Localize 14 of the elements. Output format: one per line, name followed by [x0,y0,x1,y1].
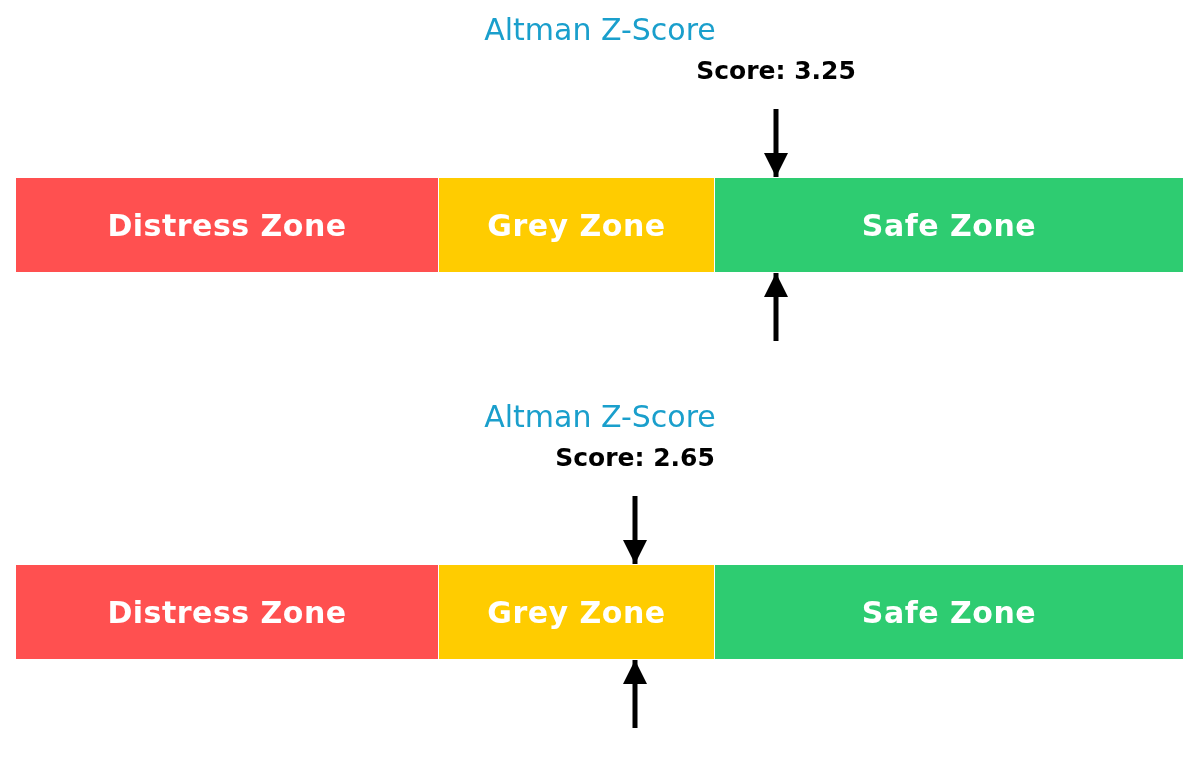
zone-band: Distress Zone [16,565,438,659]
arrow [623,496,647,564]
chart-title: Altman Z-Score [484,399,716,434]
score-label: Score: 3.25 [696,56,856,85]
arrow [764,273,788,341]
zone-band: Grey Zone [439,565,714,659]
zone-band: Safe Zone [715,565,1183,659]
zone-band: Distress Zone [16,178,438,272]
chart-title: Altman Z-Score [484,12,716,47]
arrow [764,109,788,177]
zone-band: Grey Zone [439,178,714,272]
score-label: Score: 2.65 [555,443,715,472]
arrow [623,660,647,728]
zone-band: Safe Zone [715,178,1183,272]
